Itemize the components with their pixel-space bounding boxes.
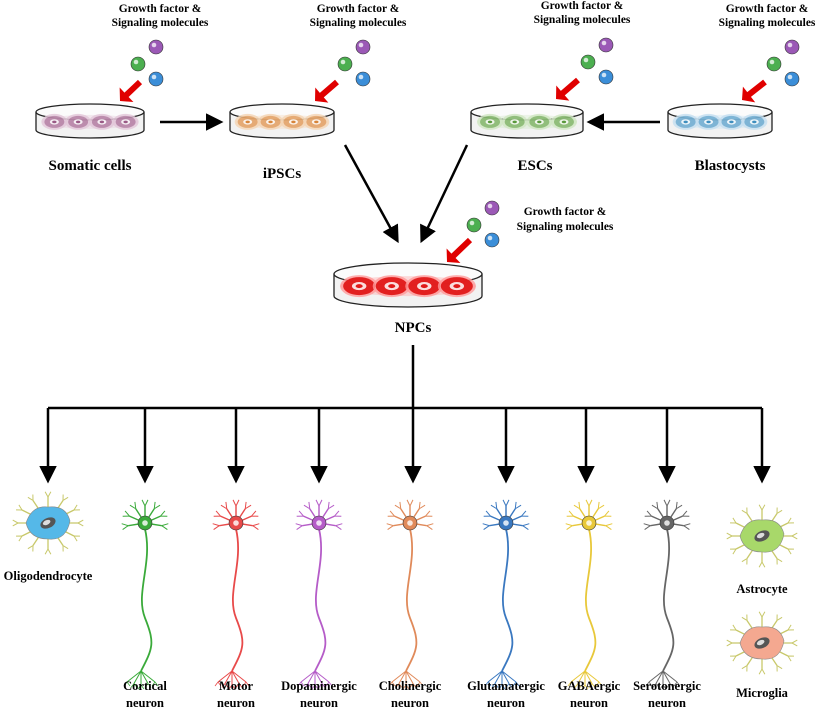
cell-type-label: Oligodendrocyte	[4, 569, 93, 583]
molecule-icon	[784, 71, 800, 87]
cell-type-label: Cholinergic	[379, 679, 442, 693]
molecule-icon	[784, 39, 800, 55]
cell-type-label: neuron	[300, 696, 338, 707]
molecule-icon	[148, 71, 164, 87]
dish-somatic-cells	[35, 103, 145, 139]
cell-type-label: Motor	[219, 679, 253, 693]
molecule-icon	[484, 200, 500, 216]
cell-type-label: Astrocyte	[736, 582, 788, 596]
svg-text:Signaling molecules: Signaling molecules	[112, 17, 209, 29]
red-arrow-icon	[315, 79, 339, 103]
cell-type-label: neuron	[648, 696, 686, 707]
growth-factor-label-3: Growth factor & Signaling molecules	[534, 0, 631, 26]
molecules-esc	[556, 37, 614, 101]
cell-dopa: Dopaminergic neuron	[281, 499, 357, 710]
cell-type-label: neuron	[570, 696, 608, 707]
cell-chol: Cholinergic neuron	[379, 499, 442, 710]
cell-type-label: Serotonergic	[633, 679, 701, 693]
molecules-somatic	[119, 39, 164, 103]
signaling-molecules	[119, 37, 800, 264]
cell-type-label: neuron	[487, 696, 525, 707]
cell-cortical: Cortical neuron	[121, 499, 169, 710]
cell-micro: Microglia	[726, 611, 798, 700]
cell-type-label: Cortical	[123, 679, 167, 693]
svg-text:Signaling molecules: Signaling molecules	[517, 221, 614, 233]
dish-escs	[470, 103, 584, 139]
molecule-icon	[148, 39, 164, 55]
cell-type-label: neuron	[126, 696, 164, 707]
svg-text:Growth factor &: Growth factor &	[524, 206, 607, 218]
distribution-tree	[48, 345, 762, 410]
svg-text:Signaling molecules: Signaling molecules	[534, 14, 631, 26]
red-arrow-icon	[556, 77, 580, 101]
molecules-ipsc	[315, 39, 371, 103]
dish-npcs	[333, 262, 483, 308]
cell-type-label: Glutamatergic	[467, 679, 545, 693]
molecule-icon	[355, 71, 371, 87]
arrow-esc-to-npc	[420, 144, 469, 244]
svg-text:Growth factor &: Growth factor &	[119, 3, 202, 15]
red-arrow-icon	[119, 79, 143, 103]
svg-text:Growth factor &: Growth factor &	[317, 3, 400, 15]
molecule-icon	[355, 39, 371, 55]
red-arrow-icon	[446, 237, 473, 264]
cell-type-label: GABAergic	[558, 679, 621, 693]
molecule-icon	[580, 54, 596, 70]
svg-text:Signaling molecules: Signaling molecules	[719, 17, 816, 29]
cell-sero: Serotonergic neuron	[633, 499, 701, 710]
growth-factor-label-npc: Growth factor & Signaling molecules	[517, 206, 614, 233]
molecule-icon	[337, 56, 353, 72]
distribution-arrows	[39, 408, 771, 484]
cell-oligo: Oligodendrocyte	[4, 491, 93, 583]
molecule-icon	[598, 37, 614, 53]
dish-ipscs	[229, 103, 335, 139]
molecules-blast	[742, 39, 800, 103]
svg-text:Growth factor &: Growth factor &	[726, 3, 809, 15]
molecule-icon	[466, 217, 482, 233]
label-somatic-cells: Somatic cells	[49, 158, 132, 174]
cell-astro: Astrocyte	[726, 504, 798, 596]
label-ipscs: iPSCs	[263, 166, 302, 182]
cell-motor: Motor neuron	[212, 499, 260, 710]
molecule-icon	[766, 56, 782, 72]
molecule-icon	[598, 69, 614, 85]
growth-factor-label-2: Growth factor & Signaling molecules	[310, 3, 407, 29]
label-escs: ESCs	[517, 158, 552, 174]
cell-type-label: Microglia	[736, 686, 789, 700]
red-arrow-icon	[742, 79, 767, 103]
label-blastocysts: Blastocysts	[695, 158, 766, 174]
dish-blastocysts	[667, 103, 773, 139]
cell-type-label: neuron	[391, 696, 429, 707]
arrow-ipsc-to-npc	[343, 144, 399, 244]
growth-factor-label-1: Growth factor & Signaling molecules	[112, 3, 209, 29]
molecule-icon	[484, 232, 500, 248]
cell-glut: Glutamatergic neuron	[467, 499, 545, 710]
growth-factor-label-4: Growth factor & Signaling molecules	[719, 3, 816, 29]
molecule-icon	[130, 56, 146, 72]
molecules-npc	[446, 200, 500, 264]
svg-text:Growth factor &: Growth factor &	[541, 0, 624, 12]
svg-text:Signaling molecules: Signaling molecules	[310, 17, 407, 29]
label-npcs: NPCs	[395, 320, 432, 336]
cell-type-label: Dopaminergic	[281, 679, 357, 693]
cell-type-label: neuron	[217, 696, 255, 707]
cell-gaba: GABAergic neuron	[558, 499, 621, 710]
